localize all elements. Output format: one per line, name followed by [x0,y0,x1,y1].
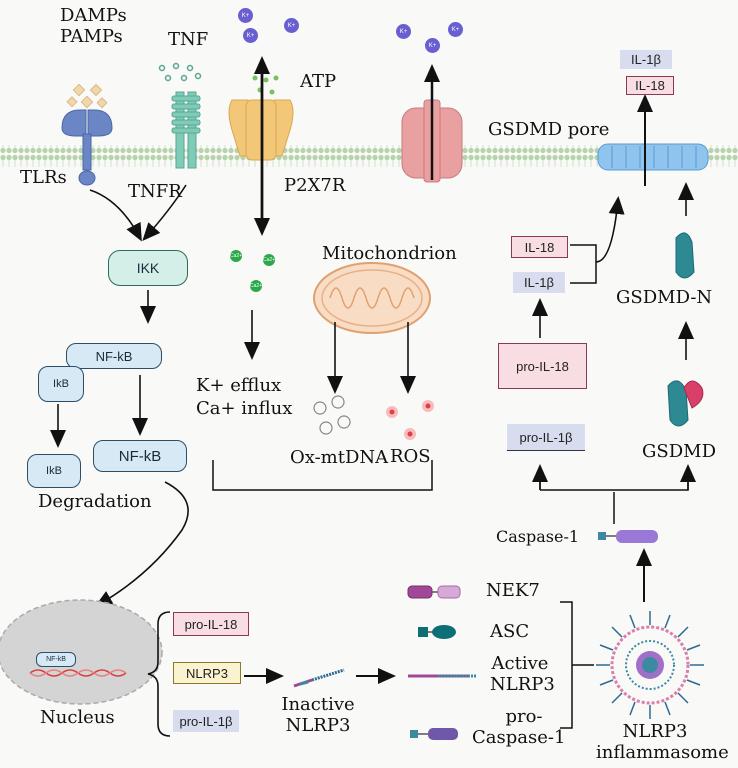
gsdmd-n-label: GSDMD-N [616,287,713,308]
ox-mtdna-label: Ox-mtDNA [290,447,389,468]
k-ion: K+ [396,24,411,39]
active-nlrp3-label-1: Active [491,653,549,674]
degradation-label: Degradation [38,491,152,512]
p2x7r-label: P2X7R [284,175,346,196]
ros-label: ROS [390,446,431,467]
tnfr-to-ikk-arrow [142,184,187,241]
k-ion: K+ [448,22,463,37]
pamps-label: PAMPs [60,26,123,47]
nfkb-complex-node: NF-kB [66,343,162,369]
tlr-receptor [61,109,113,186]
gsdmd-label: GSDMD [642,441,717,462]
ca-influx-label: Ca+ influx [196,398,293,419]
nek7-molecule [407,585,461,599]
inactive-nlrp3-label-2: NLRP3 [285,715,351,736]
nek7-label: NEK7 [486,580,540,601]
pro-caspase1-molecule [410,728,458,740]
ca-ion: Ca2+ [263,254,275,266]
pro-caspase1-label-1: pro- [505,706,543,727]
mitochondrion-label: Mitochondrion [322,243,457,264]
tnfr-label: TNFR [128,181,182,202]
inactive-nlrp3-label-1: Inactive [281,694,355,715]
nucleus-shape [0,599,163,705]
damp-particles [66,83,108,109]
inactive-nlrp3-molecule [293,668,345,688]
active-nlrp3-label-2: NLRP3 [490,674,555,695]
ca-ion: Ca2+ [250,280,262,292]
k-ion: K+ [284,18,299,33]
ox-mtdna-circles [313,395,351,435]
inflammasome-shape [596,611,704,719]
atp-particles [252,75,279,95]
pro-il18-gene-box: pro-IL-18 [173,612,249,636]
mitochondrion-shape [313,262,431,334]
il18-mature-box: IL-18 [511,236,568,258]
k-efflux-label: K+ efflux [196,375,282,396]
caspase1-molecule [598,530,658,543]
pro-il1b-gene-box: pro-IL-1β [173,710,239,732]
ca-ion: Ca2+ [230,250,242,262]
caspase1-label: Caspase-1 [496,527,580,546]
inflammasome-label-1: NLRP3 [622,721,688,742]
gsdmd-n-shape [675,232,695,279]
k-ion: K+ [238,8,253,23]
tnf-label: TNF [168,29,209,50]
inflammasome-label-2: inflammasome [596,742,729,763]
nucleus-nfkb-node: NF-kB [36,652,76,667]
il1b-released-box: IL-1β [620,50,672,69]
ros-dots [386,400,434,440]
il18-released-box: IL-18 [626,76,674,95]
k-ion: K+ [425,38,440,53]
ikb-free-node: IkB [27,454,81,488]
asc-molecule [418,625,456,639]
gsdmd-shape [667,380,689,427]
asc-label: ASC [490,621,530,642]
gsdmd-pore-label: GSDMD pore [488,119,610,140]
pro-il1b-box: pro-IL-1β [507,424,585,451]
pro-caspase1-label-2: Caspase-1 [472,727,566,748]
tlr-to-ikk-arrow [89,189,142,242]
damps-label: DAMPs [60,5,127,26]
pro-il18-box: pro-IL-18 [498,343,587,389]
tnf-particles [158,62,202,82]
nlrp3-gene-box: NLRP3 [173,662,241,684]
tnfr-receptor [171,91,201,169]
gsdmd-pore-structure [597,143,709,171]
atp-label: ATP [300,71,337,92]
k-ion: K+ [243,28,258,43]
il1b-mature-box: IL-1β [513,272,565,293]
nucleus-label: Nucleus [40,707,115,728]
nfkb-free-node: NF-kB [93,440,187,472]
tlrs-label: TLRs [20,167,67,188]
ikb-complex-node: IkB [38,366,84,402]
gene-brace [147,611,171,737]
ikk-node: IKK [108,250,188,286]
